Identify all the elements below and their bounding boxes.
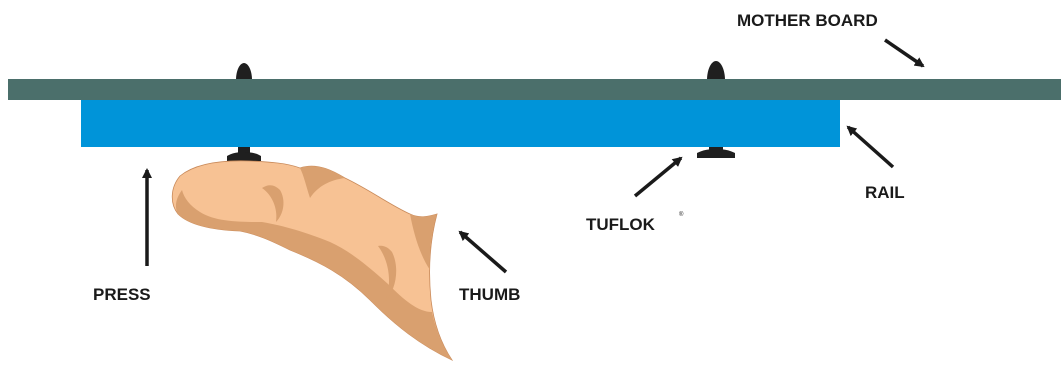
tuflok-head-left [236, 63, 252, 80]
tuflok-fastener-left [227, 147, 261, 161]
mother-board-label: MOTHER BOARD [737, 11, 878, 30]
rail-label: RAIL [865, 183, 905, 202]
thumb-illustration [171, 160, 454, 361]
press-label: PRESS [93, 285, 151, 304]
tuflok-label: TUFLOK [586, 215, 656, 234]
thumb-shadow-knuckle [300, 166, 345, 198]
mother-board-arrow [884, 38, 925, 68]
tuflok-head-right [707, 61, 725, 80]
thumb-shadow-crease [262, 185, 284, 222]
tuflok-arrow [633, 156, 683, 198]
tuflok-registered-mark: ® [679, 211, 684, 218]
thumb-shadow-nail [410, 214, 437, 270]
mother-board [8, 79, 1061, 100]
thumb-shadow-lower [175, 190, 453, 360]
thumb-label: THUMB [459, 285, 520, 304]
thumb-arrow [458, 230, 508, 274]
rail [81, 100, 840, 147]
tuflok-fastener-right [697, 147, 735, 158]
thumb-shadow-tip [378, 245, 397, 302]
rail-arrow [846, 125, 895, 169]
